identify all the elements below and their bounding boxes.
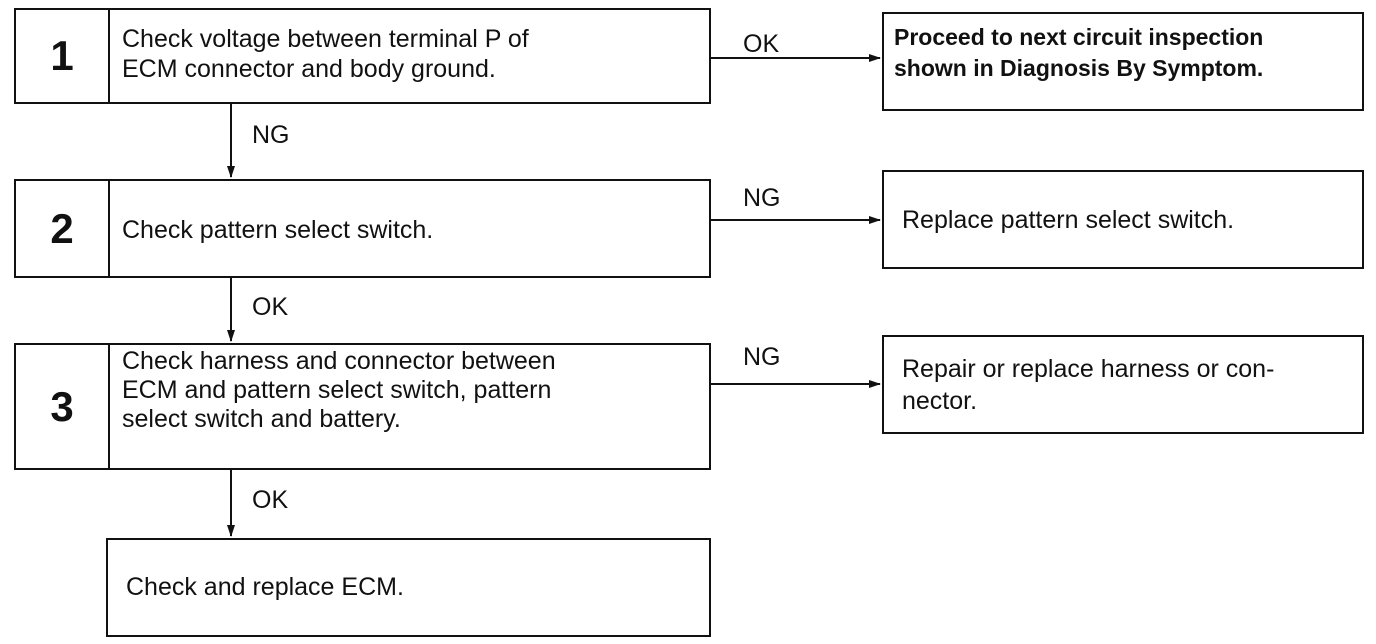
step-1-box: 1 Check voltage between terminal P of EC… [14, 8, 711, 104]
result-3-text: Repair or replace harness or con- nector… [902, 353, 1274, 417]
step-1-line-1: Check voltage between terminal P of [122, 25, 529, 53]
result-3-line-1: Repair or replace harness or con- [902, 355, 1275, 383]
down-label-1: NG [252, 121, 290, 149]
result-1-line-1: Proceed to next circuit inspection [894, 24, 1264, 50]
step-3-line-2: ECM and pattern select switch, pattern [122, 376, 552, 404]
step-2-number: 2 [16, 181, 110, 276]
result-2-box: Replace pattern select switch. [882, 170, 1364, 269]
final-step-box: Check and replace ECM. [106, 538, 711, 637]
result-3-line-2: nector. [902, 387, 978, 415]
branch-label-2: NG [743, 184, 781, 212]
branch-label-1: OK [743, 30, 780, 58]
step-3-number: 3 [16, 345, 110, 468]
down-label-3: OK [252, 486, 289, 514]
result-1-text: Proceed to next circuit inspection shown… [894, 22, 1263, 84]
step-1-text: Check voltage between terminal P of ECM … [122, 24, 529, 84]
step-2-line-1: Check pattern select switch. [122, 216, 434, 244]
step-3-box: 3 Check harness and connector between EC… [14, 343, 711, 470]
result-2-line-1: Replace pattern select switch. [902, 206, 1235, 234]
step-1-line-2: ECM connector and body ground. [122, 55, 496, 83]
step-3-line-1: Check harness and connector between [122, 347, 556, 375]
step-3-text: Check harness and connector between ECM … [122, 347, 556, 434]
step-2-box: 2 Check pattern select switch. [14, 179, 711, 278]
step-2-text: Check pattern select switch. [122, 215, 433, 245]
step-1-number: 1 [16, 10, 110, 102]
final-step-text: Check and replace ECM. [126, 573, 404, 601]
result-2-text: Replace pattern select switch. [902, 204, 1234, 236]
branch-label-3: NG [743, 343, 781, 371]
result-1-line-2: shown in Diagnosis By Symptom. [894, 55, 1264, 81]
result-3-box: Repair or replace harness or con- nector… [882, 335, 1364, 434]
down-label-2: OK [252, 293, 289, 321]
result-1-box: Proceed to next circuit inspection shown… [882, 12, 1364, 111]
step-3-line-3: select switch and battery. [122, 405, 401, 433]
